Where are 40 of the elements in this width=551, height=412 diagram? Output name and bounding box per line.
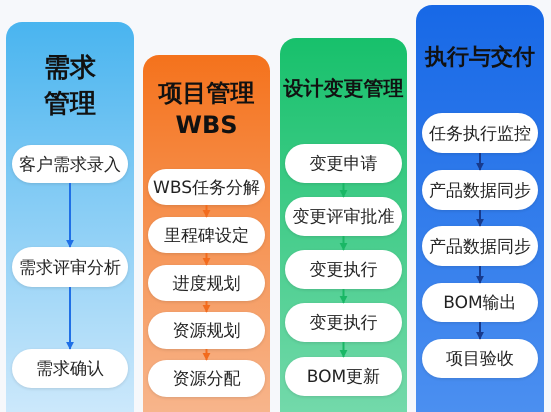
arrow: [340, 289, 348, 304]
step-pill: 变更申请: [285, 144, 402, 183]
arrow: [340, 342, 348, 358]
step-pill: 需求评审分析: [12, 247, 128, 287]
step-pill: 需求确认: [12, 349, 128, 388]
column-panel: [143, 55, 270, 412]
step-pill: BOM更新: [285, 357, 402, 396]
step-pill: 变更评审批准: [285, 197, 402, 236]
column-heading: 项目管理WBS: [157, 78, 256, 141]
step-pill: 任务执行监控: [422, 113, 538, 153]
step-pill: BOM输出: [422, 283, 538, 322]
step-pill: 客户需求录入: [12, 145, 128, 183]
step-pill: 产品数据同步: [422, 170, 538, 210]
arrow: [476, 153, 484, 171]
column-heading: 执行与交付: [424, 44, 536, 72]
arrow: [340, 183, 348, 198]
column-panel: [416, 5, 544, 412]
step-pill: 进度规划: [148, 265, 265, 301]
step-pill: 变更执行: [285, 303, 402, 342]
step-pill: WBS任务分解: [148, 169, 265, 205]
column-panel: [6, 22, 134, 412]
step-pill: 资源分配: [148, 360, 265, 397]
column-panel: [280, 38, 407, 412]
arrow: [66, 183, 74, 248]
arrow: [476, 210, 484, 227]
arrow: [66, 287, 74, 350]
arrow: [202, 349, 210, 361]
step-pill: 资源规划: [148, 312, 265, 349]
arrow: [476, 266, 484, 284]
column-heading: 设计变更管理: [282, 75, 404, 102]
arrow: [202, 205, 210, 218]
step-pill: 里程碑设定: [148, 217, 265, 253]
arrow: [476, 322, 484, 340]
arrow: [202, 301, 210, 313]
column-heading: 需求管理: [42, 52, 97, 121]
arrow: [202, 253, 210, 266]
arrow: [340, 236, 348, 251]
step-pill: 产品数据同步: [422, 226, 538, 266]
step-pill: 变更执行: [285, 250, 402, 289]
step-pill: 项目验收: [422, 339, 538, 378]
